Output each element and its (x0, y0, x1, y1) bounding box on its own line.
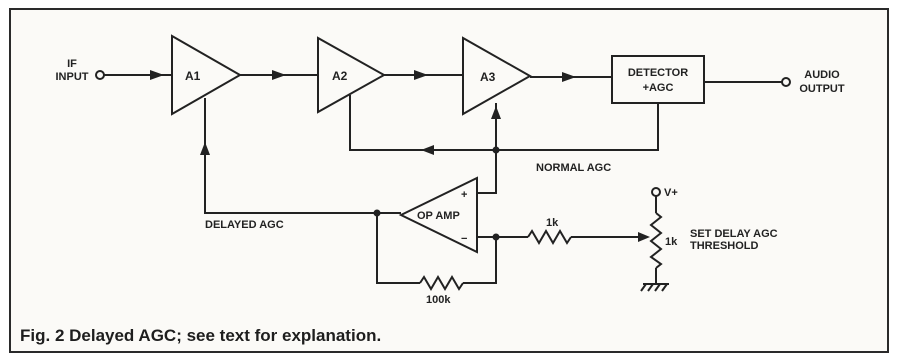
resistor-1k-pot-label: 1k (665, 236, 678, 248)
wire-feedback-left (376, 213, 420, 284)
normal-agc-loop (349, 95, 659, 194)
arrow-delayed-agc (200, 142, 210, 155)
a1-label: A1 (185, 69, 201, 83)
a1-triangle-icon (171, 34, 243, 116)
audio-output-label-2: OUTPUT (799, 83, 845, 95)
ground-hatch-4 (661, 283, 668, 292)
normal-agc-label: NORMAL AGC (536, 162, 611, 174)
amplifier-a2: A2 (317, 36, 387, 114)
wire-feedback-right (463, 237, 497, 284)
wire-agc-to-plus (477, 150, 497, 194)
arrow-into-a1 (150, 70, 164, 80)
figure-caption: Fig. 2 Delayed AGC; see text for explana… (20, 326, 381, 345)
op-amp-minus-label: − (461, 233, 467, 245)
detector-block: DETECTOR +AGC (611, 55, 705, 104)
arrow-into-detector (562, 72, 576, 82)
detector-agc-label: +AGC (643, 82, 674, 94)
a3-label: A3 (480, 70, 496, 84)
op-amp-triangle-icon (398, 176, 478, 254)
set-delay-label-2: THRESHOLD (690, 240, 759, 252)
junction-minus-input (492, 233, 500, 241)
ground-hatch-2 (647, 283, 654, 292)
op-amp: OP AMP + − (398, 176, 478, 254)
if-input-label-1: IF (67, 58, 77, 70)
a2-label: A2 (332, 69, 348, 83)
potentiometer (640, 187, 669, 292)
delayed-agc-label: DELAYED AGC (205, 219, 284, 231)
set-delay-label-1: SET DELAY AGC (690, 228, 778, 240)
resistor-100k (419, 275, 464, 291)
audio-output-terminal (781, 77, 791, 87)
vplus-label: V+ (664, 187, 678, 199)
resistor-1k-pot (649, 212, 663, 269)
amplifier-a1: A1 (171, 34, 243, 116)
wiper-arrow (638, 232, 650, 242)
wire-normal-agc (349, 95, 659, 151)
if-input-terminal (95, 70, 105, 80)
op-amp-label: OP AMP (417, 210, 460, 222)
resistor-100k-label: 100k (426, 294, 451, 306)
amplifier-a3: A3 (462, 36, 533, 116)
detector-box (611, 55, 705, 104)
arrow-into-a2 (272, 70, 286, 80)
resistor-1k-series (527, 229, 572, 245)
signal-path (104, 70, 782, 83)
arrow-into-a3 (414, 70, 428, 80)
op-amp-plus-label: + (461, 189, 467, 201)
figure-frame (9, 8, 889, 353)
resistor-1k-series-label: 1k (546, 217, 559, 229)
delayed-agc-loop (200, 98, 650, 291)
if-input-label-2: INPUT (56, 71, 89, 83)
arrow-normal-agc (421, 145, 434, 155)
ground-hatch-3 (654, 283, 661, 292)
a3-triangle-icon (462, 36, 533, 116)
vplus-terminal (651, 187, 661, 197)
detector-label: DETECTOR (628, 67, 688, 79)
a2-triangle-icon (317, 36, 387, 114)
wire-delayed-agc (204, 98, 401, 214)
arrow-into-a3-agc (491, 106, 501, 119)
ground-hatch-1 (640, 283, 647, 292)
audio-output-label-1: AUDIO (804, 69, 840, 81)
